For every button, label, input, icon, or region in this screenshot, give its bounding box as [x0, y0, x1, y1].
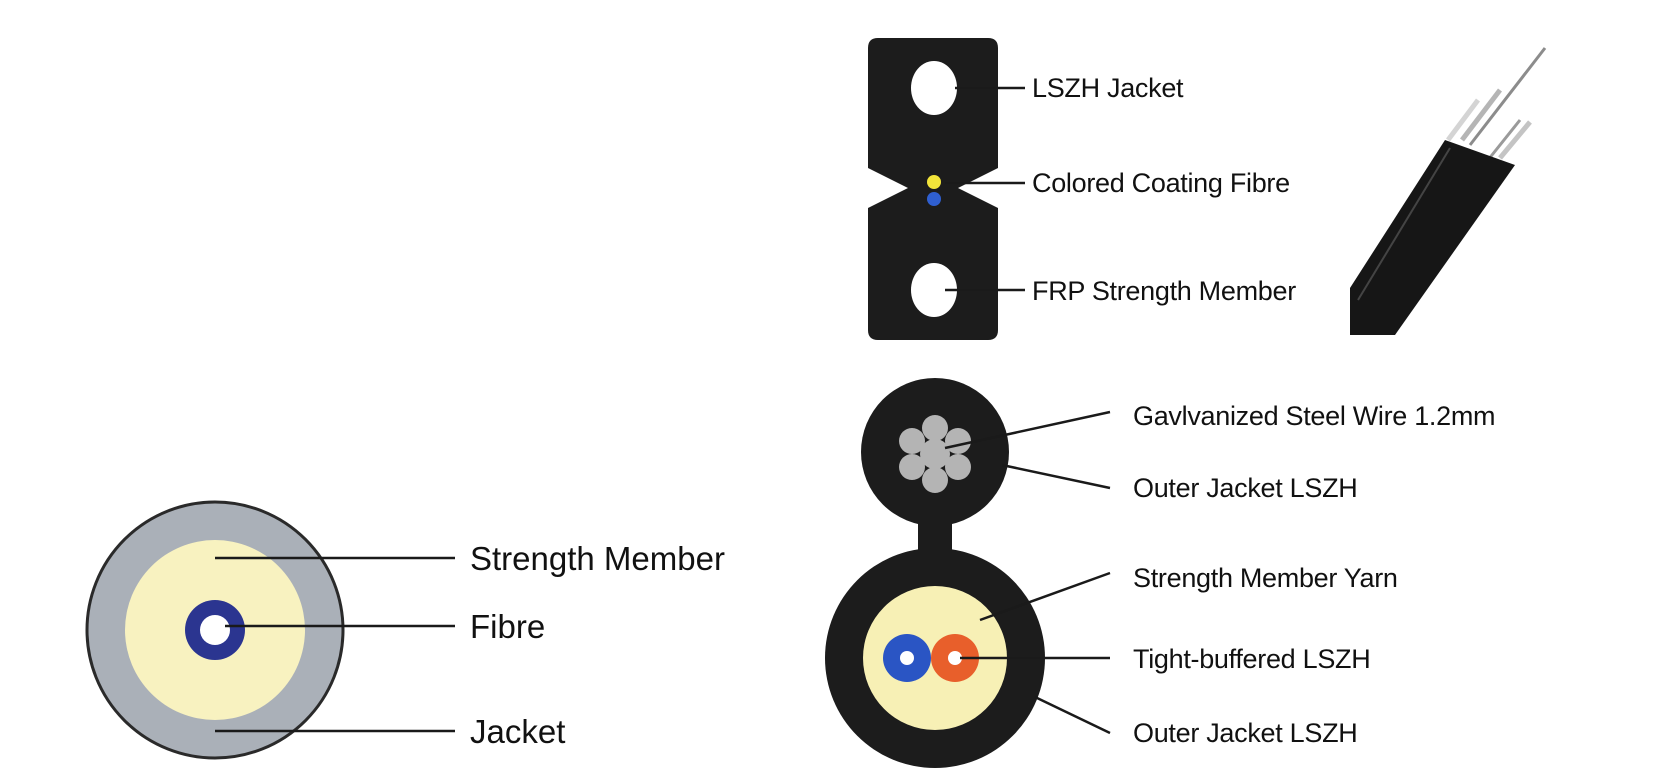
fibre-yellow: [927, 175, 941, 189]
label-round-fibre: Fibre: [470, 608, 545, 645]
galvanized-steel-wire-bundle: [899, 415, 971, 493]
label-outer-jacket: Outer Jacket LSZH: [1133, 718, 1357, 748]
leader-steel-wire: [944, 410, 1111, 450]
fibre-core-orange: [948, 651, 962, 665]
exposed-fibre: [1468, 47, 1547, 146]
label-lszh-jacket: LSZH Jacket: [1032, 73, 1184, 103]
round-cable-cross-section: Strength Member Fibre Jacket: [85, 500, 725, 760]
label-round-jacket: Jacket: [470, 713, 565, 750]
label-tight-buffered: Tight-buffered LSZH: [1133, 644, 1370, 674]
flat-drop-cable-cross-section: LSZH Jacket Colored Coating Fibre FRP St…: [868, 38, 1297, 340]
exposed-fibre: [1486, 119, 1522, 161]
upper-strength-member-hole: [911, 61, 957, 115]
leader-messenger-jacket: [1001, 463, 1111, 490]
flat-cable-jacket: [868, 38, 998, 340]
self-supporting-cable-cross-section: Gavlvanized Steel Wire 1.2mm Outer Jacke…: [825, 378, 1496, 768]
fibre-blue: [927, 192, 941, 206]
flat-drop-cable-perspective: [1350, 47, 1547, 335]
label-frp-strength-member: FRP Strength Member: [1032, 276, 1296, 306]
exposed-fibre: [1446, 98, 1480, 142]
exposed-fibre: [1498, 120, 1532, 160]
fibre-core-blue: [900, 651, 914, 665]
flat-cable-body: [1350, 140, 1515, 335]
label-colored-coating-fibre: Colored Coating Fibre: [1032, 168, 1290, 198]
round-cable-fibre-core: [200, 615, 230, 645]
cable-highlight: [1357, 147, 1451, 301]
frp-strength-member: [911, 263, 957, 317]
exposed-fibre: [1460, 88, 1502, 142]
label-steel-wire: Gavlvanized Steel Wire 1.2mm: [1133, 401, 1495, 431]
label-round-strength-member: Strength Member: [470, 540, 725, 577]
leader-outer-jacket: [1034, 695, 1111, 735]
leader-strength-member-yarn: [979, 571, 1111, 622]
label-strength-member-yarn: Strength Member Yarn: [1133, 563, 1398, 593]
label-messenger-jacket: Outer Jacket LSZH: [1133, 473, 1357, 503]
